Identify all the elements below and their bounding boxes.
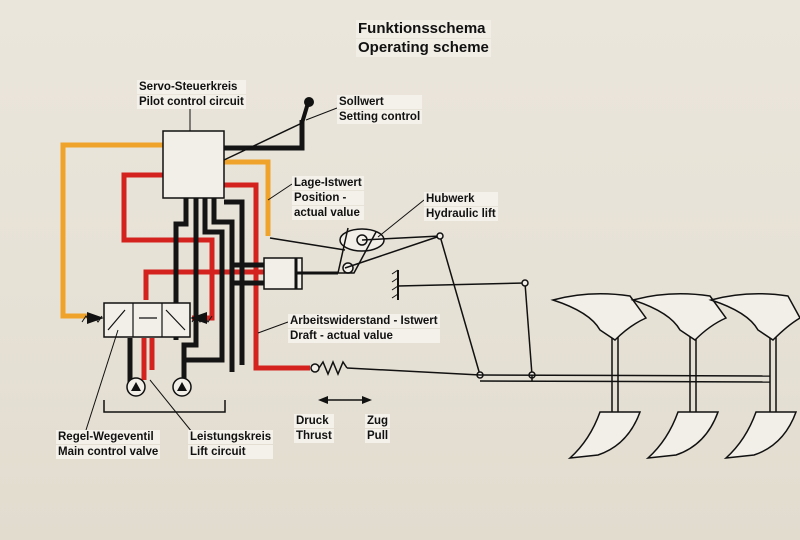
diagram-title: Funktionsschema Operating scheme (356, 20, 491, 58)
label-hydraulic-lift: Hubwerk Hydraulic lift (424, 192, 498, 222)
draft-spring-link (310, 360, 771, 383)
plough-frame (611, 330, 777, 412)
title-german: Funktionsschema (356, 20, 491, 38)
label-thrust-de: Druck (294, 414, 334, 428)
label-main-control-valve: Regel-Wegeventil Main control valve (56, 430, 161, 460)
label-setpoint-de: Sollwert (337, 95, 423, 109)
main-control-valve (81, 302, 213, 338)
orange-pilot-line (60, 142, 271, 319)
label-valve-en: Main control valve (56, 445, 161, 459)
label-setpoint-en: Setting control (337, 110, 423, 124)
label-position-de: Lage-Istwert (292, 176, 364, 190)
label-thrust: Druck Thrust (294, 414, 334, 444)
label-draft-actual-value: Arbeitswiderstand - Istwert Draft - actu… (288, 314, 440, 344)
leader-lines (85, 107, 425, 433)
setting-lever (223, 97, 314, 161)
label-position-actual-value: Lage-Istwert Position - actual value (292, 176, 364, 221)
servo-control-box (162, 130, 225, 199)
label-draft-en: Draft - actual value (288, 329, 440, 343)
label-lift-de: Hubwerk (424, 192, 498, 206)
label-liftcircuit-en: Lift circuit (188, 445, 274, 459)
red-pressure-lines (121, 172, 310, 380)
label-position-en2: actual value (292, 206, 364, 220)
pump-symbols (103, 377, 226, 413)
label-lift-circuit: Leistungskreis Lift circuit (188, 430, 274, 460)
label-valve-de: Regel-Wegeventil (56, 430, 161, 444)
label-servo-de: Servo-Steuerkreis (137, 80, 246, 94)
title-english: Operating scheme (356, 39, 491, 57)
thrust-pull-arrow (318, 396, 372, 404)
lift-cylinder (263, 257, 338, 290)
label-servo-en: Pilot control circuit (137, 95, 246, 109)
label-draft-de: Arbeitswiderstand - Istwert (288, 314, 440, 328)
label-setting-control: Sollwert Setting control (337, 95, 423, 125)
label-lift-en: Hydraulic lift (424, 207, 498, 221)
hydraulic-lift-linkage (269, 227, 536, 379)
label-pull-en: Pull (365, 429, 391, 443)
plough-mouldboards-lower (567, 411, 798, 459)
label-pull: Zug Pull (365, 414, 391, 444)
label-pull-de: Zug (365, 414, 391, 428)
label-thrust-en: Thrust (294, 429, 334, 443)
label-liftcircuit-de: Leistungskreis (188, 430, 274, 444)
label-pilot-control-circuit: Servo-Steuerkreis Pilot control circuit (137, 80, 246, 110)
label-position-en: Position - (292, 191, 364, 205)
plough-mouldboards-upper (550, 293, 800, 341)
